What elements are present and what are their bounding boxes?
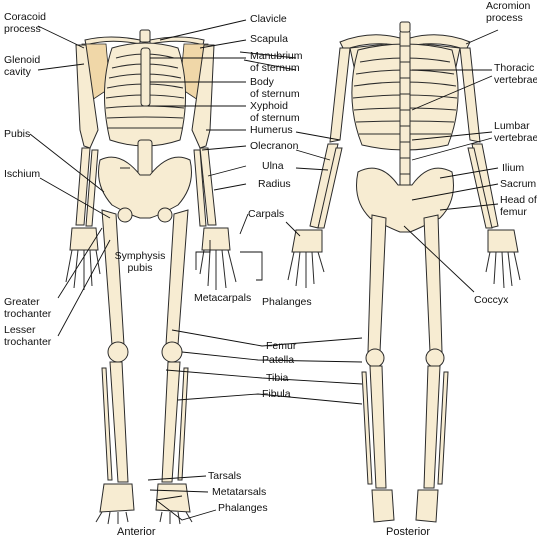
label-patella: Patella [262, 354, 295, 366]
label-thoracic-vertebrae: Thoracic vertebrae [494, 62, 537, 86]
label-scapula: Scapula [250, 33, 288, 45]
leader-lines [29, 19, 499, 521]
label-symphysis-pubis: Symphysis pubis [114, 250, 166, 274]
label-metatarsals: Metatarsals [212, 486, 267, 498]
label-glenoid-cavity: Glenoid cavity [4, 54, 41, 78]
label-clavicle: Clavicle [250, 13, 287, 25]
label-lumbar-vertebrae: Lumbar vertebrae [494, 120, 537, 144]
label-lesser-trochanter: Lesser trochanter [4, 324, 52, 348]
view-title-posterior: Posterior [386, 526, 431, 538]
label-sacrum: Sacrum [500, 178, 537, 190]
label-coccyx: Coccyx [474, 294, 509, 306]
posterior-skeleton [287, 21, 521, 523]
label-head-of-femur: Head of femur [500, 194, 537, 218]
label-femur: Femur [266, 340, 297, 352]
label-xyphoid: Xyphoid of sternum [250, 100, 300, 124]
label-tarsals: Tarsals [208, 470, 242, 482]
anterior-skeleton [65, 29, 237, 525]
label-ischium: Ischium [4, 168, 41, 180]
view-title-anterior: Anterior [117, 526, 156, 538]
label-olecranon: Olecranon [250, 140, 299, 152]
label-manubrium: Manubrium of sternum [250, 50, 303, 74]
label-phalanges-hand: Phalanges [262, 296, 312, 308]
label-ilium: Ilium [502, 162, 525, 174]
label-ulna: Ulna [262, 160, 284, 172]
label-metacarpals: Metacarpals [194, 292, 252, 304]
label-body-of-sternum: Body of sternum [250, 76, 300, 100]
label-phalanges-foot: Phalanges [218, 502, 268, 514]
label-carpals: Carpals [248, 208, 285, 220]
label-acromion-process: Acromion process [486, 0, 531, 24]
label-humerus: Humerus [250, 124, 293, 136]
label-tibia: Tibia [266, 372, 289, 384]
label-greater-trochanter: Greater trochanter [4, 296, 52, 320]
label-coracoid-process: Coracoid process [4, 11, 47, 35]
label-pubis: Pubis [4, 128, 31, 140]
label-fibula: Fibula [262, 388, 291, 400]
label-radius: Radius [258, 178, 291, 190]
